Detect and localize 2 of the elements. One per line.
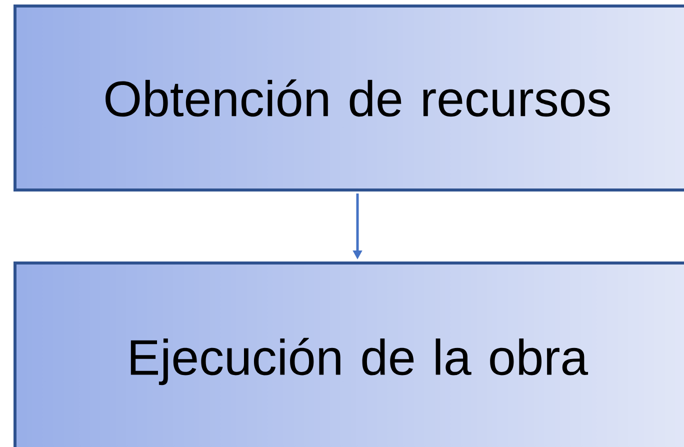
process-box: Ejecución de la obra (14, 262, 684, 447)
process-box: Obtención de recursos (14, 4, 684, 192)
